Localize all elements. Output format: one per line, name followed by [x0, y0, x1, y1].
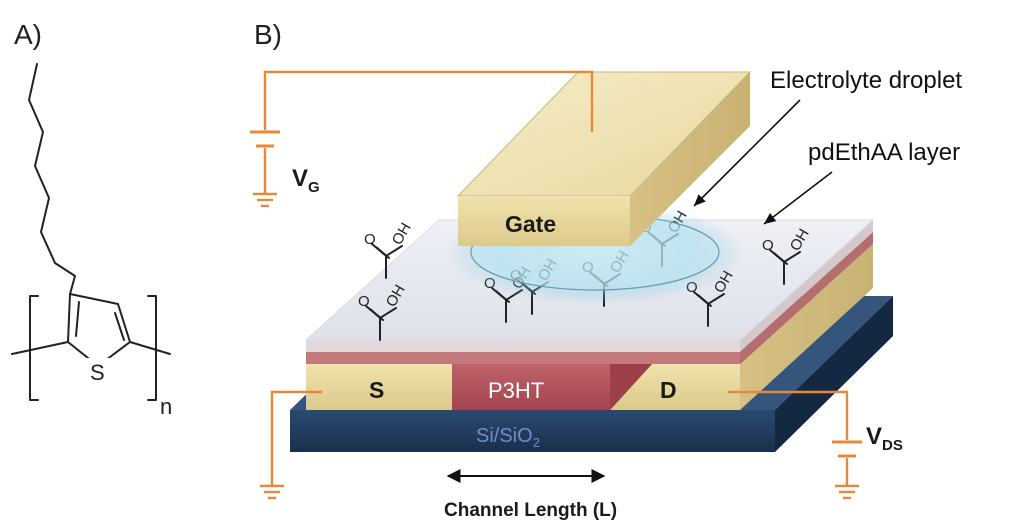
sulfur-mask	[86, 358, 110, 382]
stack-side	[740, 244, 873, 410]
bracket-right	[147, 295, 157, 401]
drain-label: D	[660, 377, 677, 403]
substrate-label-sub: 2	[533, 435, 540, 450]
ring-double-bond-left	[75, 301, 80, 337]
electrolyte-arrow	[693, 99, 801, 207]
vds-label-main: V	[866, 423, 882, 450]
source-wire	[270, 390, 322, 486]
thiophene-ring	[67, 293, 131, 367]
p3ht-film-front	[306, 352, 740, 364]
acid-bonds	[769, 249, 801, 285]
acid-bonds	[693, 291, 725, 327]
source-label: S	[369, 377, 384, 403]
top-layer-front	[306, 340, 740, 352]
top-layer-side	[740, 220, 873, 352]
p3ht-label: P3HT	[488, 378, 544, 403]
p3ht-film-side	[740, 232, 873, 364]
carbonyl-oxygen: O	[762, 237, 774, 254]
circuit-wiring	[250, 70, 862, 500]
gate-front	[458, 196, 630, 246]
carbonyl-oxygen: O	[364, 231, 376, 248]
hexyl-chain	[28, 63, 76, 295]
vg-label-sub: G	[308, 179, 320, 196]
hydroxyl-label: OH	[389, 220, 415, 248]
p3ht-channel	[452, 364, 610, 410]
substrate-label-main: Si/SiO	[476, 425, 533, 447]
sulfur-atom: S	[90, 360, 105, 385]
vds-label: VDS	[866, 423, 903, 454]
vds-label-sub: DS	[882, 437, 903, 454]
repeat-unit-n: n	[160, 394, 172, 419]
substrate-label: Si/SiO2	[476, 425, 540, 450]
vg-label-main: V	[292, 165, 308, 192]
drain-wire	[728, 390, 849, 440]
panel-label-a: A)	[14, 19, 42, 50]
drain-shadow	[610, 364, 652, 410]
gate-label: Gate	[505, 211, 556, 237]
source-electrode	[306, 364, 452, 410]
ring-double-bond-right	[114, 312, 125, 341]
layer-callout: pdEthAA layer	[808, 139, 960, 166]
polymer-bond-left	[11, 341, 69, 355]
layer-arrow	[763, 171, 833, 225]
gate-wire	[263, 70, 594, 132]
panel-label-b: B)	[254, 19, 282, 50]
carbonyl-oxygen: O	[358, 293, 370, 310]
p3ht-structure: S n	[11, 63, 172, 419]
channel-length-label: Channel Length (L)	[444, 500, 617, 521]
substrate-side	[775, 296, 893, 452]
drain-electrode	[610, 364, 740, 410]
gate-side	[630, 72, 750, 246]
gate-electrode: Gate	[456, 71, 752, 246]
acid-bonds	[371, 243, 403, 279]
polymer-bond-right	[129, 341, 171, 355]
vg-label: VG	[292, 165, 320, 196]
electrolyte-callout: Electrolyte droplet	[770, 67, 962, 94]
bracket-left	[29, 295, 39, 401]
substrate-front	[290, 410, 775, 452]
acid-bonds	[365, 305, 397, 341]
